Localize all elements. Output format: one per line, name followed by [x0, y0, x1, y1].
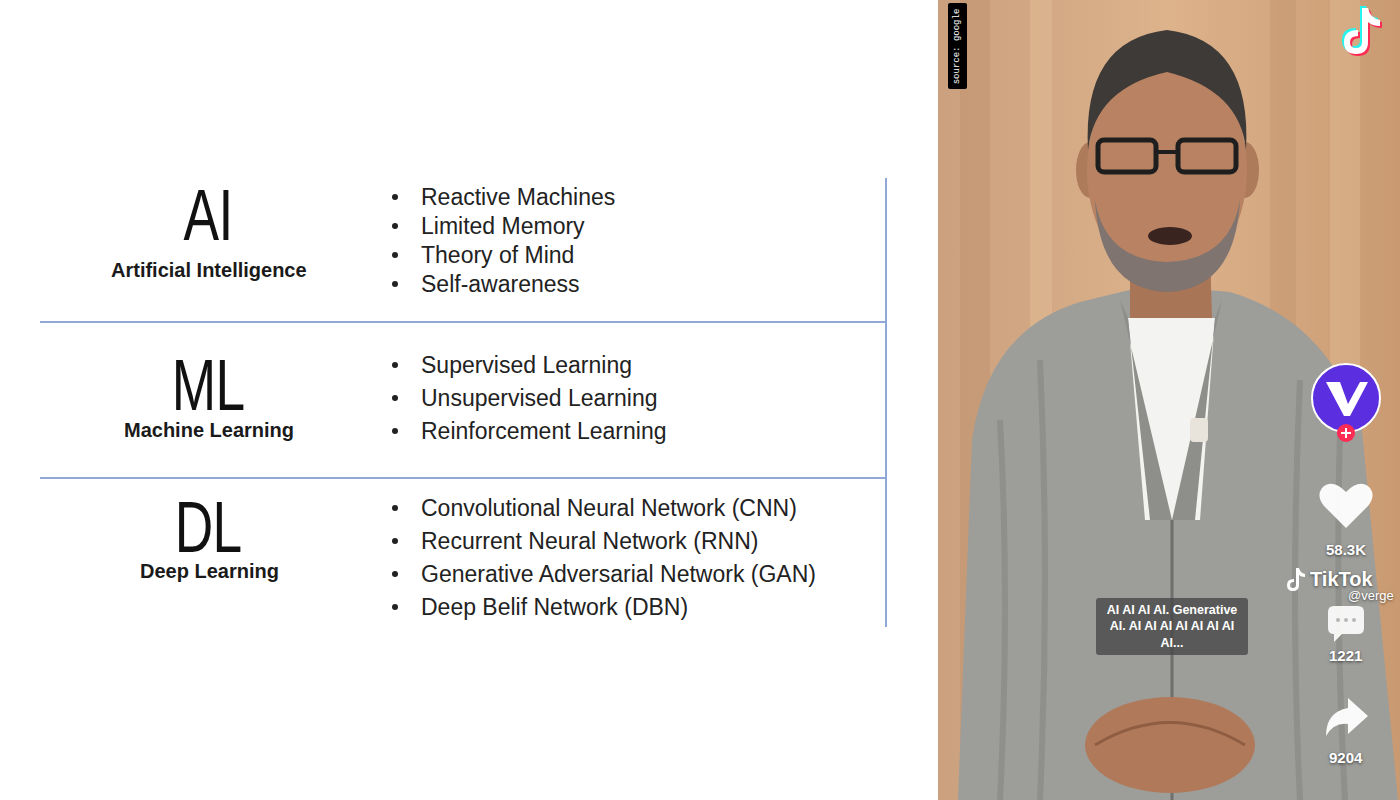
category-abbreviation: AI [184, 174, 233, 257]
bullet-dot [392, 194, 398, 200]
table-rule [40, 477, 886, 479]
category-name: Machine Learning [124, 419, 294, 442]
caption-text: AI AI AI AI. Generative AI. AI AI AI AI … [1101, 602, 1243, 651]
bullet-dot [392, 505, 398, 511]
category-name: Deep Learning [140, 560, 279, 583]
list-item: Recurrent Neural Network (RNN) [421, 528, 758, 554]
bullet-dot [392, 604, 398, 610]
comment-icon [1328, 606, 1364, 642]
list-item: Self-awareness [421, 271, 580, 297]
video-frame [938, 0, 1400, 800]
table-rule [40, 321, 886, 323]
category-name: Artificial Intelligence [111, 259, 307, 282]
list-item: Convolutional Neural Network (CNN) [421, 495, 797, 521]
bullet-dot [392, 538, 398, 544]
bullet-dot [392, 362, 398, 368]
tiktok-logo [1342, 6, 1382, 56]
handle: @verge [1348, 589, 1394, 604]
bullet-dot [392, 281, 398, 287]
list-item: Deep Belif Network (DBN) [421, 594, 688, 620]
avatar-icon [1312, 364, 1380, 442]
bullet-dot [392, 571, 398, 577]
like-icon [1319, 484, 1372, 528]
list-item: Reinforcement Learning [421, 418, 666, 444]
bullet-dot [392, 223, 398, 229]
category-abbreviation: DL [175, 486, 242, 569]
comment-count: 1221 [1329, 647, 1362, 664]
list-item: Generative Adversarial Network (GAN) [421, 561, 816, 587]
category-abbreviation: ML [172, 344, 245, 427]
list-item: Theory of Mind [421, 242, 574, 268]
like-count: 58.3K [1326, 541, 1366, 558]
bullet-dot [392, 428, 398, 434]
list-item: Reactive Machines [421, 184, 615, 210]
source-tag: source: google [948, 3, 967, 89]
watermark: TikTok [1310, 568, 1373, 591]
share-icon [1326, 698, 1368, 736]
watermark-icon [1287, 568, 1305, 591]
bullet-dot [392, 395, 398, 401]
share-count: 9204 [1329, 749, 1362, 766]
list-item: Supervised Learning [421, 352, 632, 378]
list-item: Limited Memory [421, 213, 585, 239]
list-item: Unsupervised Learning [421, 385, 658, 411]
bullet-dot [392, 252, 398, 258]
table-rule [885, 178, 887, 627]
source-text: source: google [953, 9, 962, 85]
caption-box: AI AI AI AI. Generative AI. AI AI AI AI … [1096, 598, 1248, 655]
